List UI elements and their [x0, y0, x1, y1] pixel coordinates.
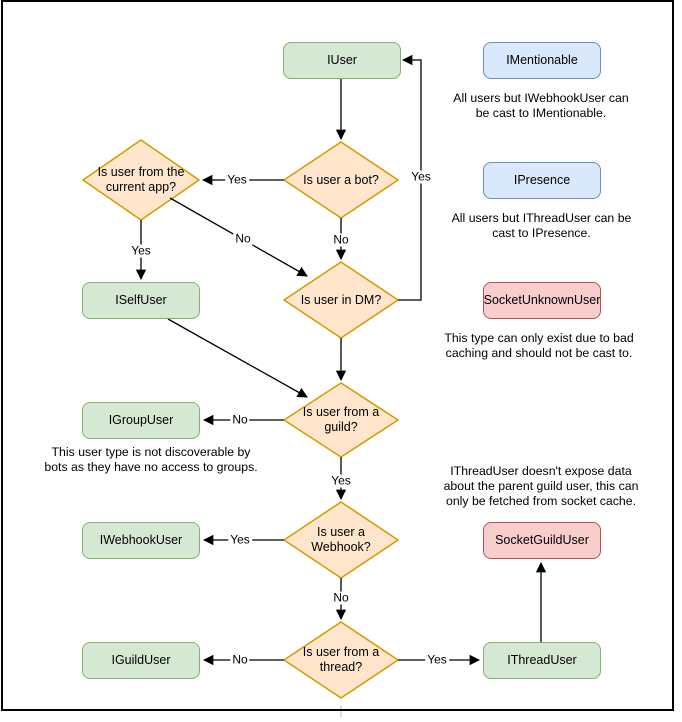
- note-socketunknownuser: This type can only exist due to bad cach…: [444, 331, 634, 360]
- edge-label-app-yes: Yes: [129, 243, 153, 258]
- node-ipresence: IPresence: [483, 162, 601, 199]
- node-iselfuser: ISelfUser: [82, 282, 200, 319]
- edge-label-thread-yes: Yes: [425, 652, 449, 667]
- node-iuser-label: IUser: [327, 52, 357, 67]
- decision-is-bot-shape: [283, 141, 399, 219]
- note-ipresence: All users but IThreadUser can be cast to…: [451, 211, 632, 240]
- node-iguilduser: IGuildUser: [82, 642, 200, 679]
- note-igroupuser: This user type is not discoverable by bo…: [44, 445, 258, 474]
- edge-label-guild-no: No: [230, 412, 250, 427]
- edge-label-thread-no: No: [230, 652, 250, 667]
- node-iuser: IUser: [283, 42, 401, 79]
- node-iwebhookuser-label: IWebhookUser: [99, 532, 183, 547]
- decision-is-thread-shape: [283, 621, 399, 699]
- node-imentionable: IMentionable: [483, 42, 601, 79]
- node-ipresence-label: IPresence: [513, 172, 571, 187]
- decision-is-current-app-shape: [82, 139, 200, 221]
- node-igroupuser: IGroupUser: [82, 402, 200, 439]
- node-socketguilduser: SocketGuildUser: [483, 522, 601, 559]
- node-iguilduser-label: IGuildUser: [111, 652, 171, 667]
- node-socketunknownuser: SocketUnknownUser: [483, 282, 601, 319]
- edge-label-webhook-yes: Yes: [228, 532, 252, 547]
- node-ithreaduser-label: IThreadUser: [507, 652, 577, 667]
- node-igroupuser-label: IGroupUser: [108, 412, 174, 427]
- note-imentionable: All users but IWebhookUser can be cast t…: [453, 91, 629, 120]
- note-ithreaduser: IThreadUser doesn't expose data about th…: [443, 464, 639, 508]
- node-ithreaduser: IThreadUser: [483, 642, 601, 679]
- edge-label-bot-no: No: [331, 232, 351, 247]
- node-socketunknownuser-label: SocketUnknownUser: [483, 292, 601, 307]
- node-socketguilduser-label: SocketGuildUser: [495, 532, 589, 547]
- node-imentionable-label: IMentionable: [506, 52, 578, 67]
- edge-label-app-no: No: [233, 231, 253, 246]
- decision-is-webhook-shape: [283, 501, 399, 579]
- edge-iselfuser-to-guild: [167, 318, 308, 398]
- edge-label-bot-yes: Yes: [225, 172, 249, 187]
- decision-is-dm-shape: [283, 261, 399, 339]
- edge-label-dm-yes: Yes: [409, 169, 433, 184]
- edge-label-guild-yes: Yes: [329, 473, 353, 488]
- node-iselfuser-label: ISelfUser: [115, 292, 167, 307]
- edge-label-webhook-no: No: [331, 590, 351, 605]
- node-iwebhookuser: IWebhookUser: [82, 522, 200, 559]
